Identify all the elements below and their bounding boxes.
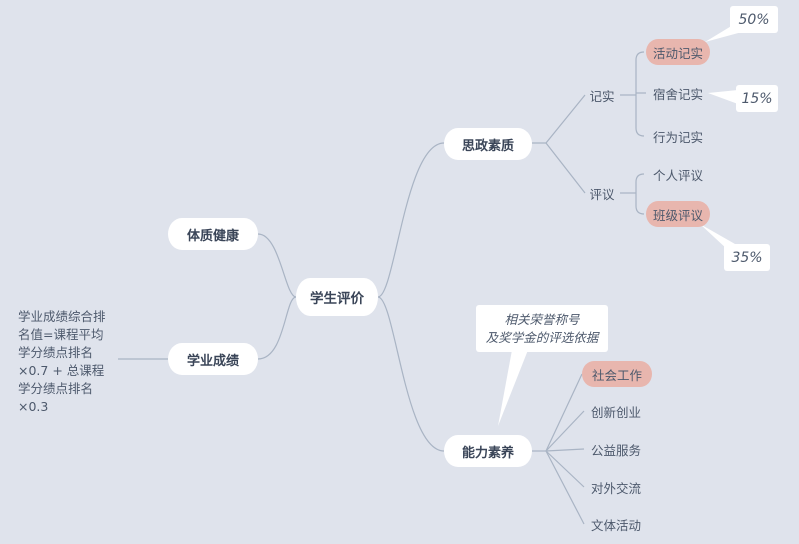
node-public-service[interactable]: 公益服务 bbox=[590, 442, 641, 458]
branch-academic[interactable]: 学业成绩 bbox=[168, 343, 258, 375]
node-dorm-record[interactable]: 宿舍记实 bbox=[652, 86, 703, 102]
weight-dorm: 15% bbox=[736, 85, 778, 112]
node-review[interactable]: 评议 bbox=[589, 186, 615, 202]
node-external-exchange[interactable]: 对外交流 bbox=[590, 480, 641, 496]
branch-health[interactable]: 体质健康 bbox=[168, 218, 258, 250]
ability-note-line1: 相关荣誉称号 bbox=[504, 311, 580, 327]
weight-activity: 50% bbox=[730, 6, 778, 33]
branch-ability[interactable]: 能力素养 bbox=[444, 435, 532, 467]
node-activity-record[interactable]: 活动记实 bbox=[646, 39, 710, 65]
academic-formula-note: 学业成绩综合排名值=课程平均学分绩点排名×0.7 + 总课程学分绩点排名×0.3 bbox=[18, 309, 106, 414]
node-social-work[interactable]: 社会工作 bbox=[582, 361, 652, 387]
node-culture-sports[interactable]: 文体活动 bbox=[590, 517, 641, 533]
branch-ideology[interactable]: 思政素质 bbox=[444, 128, 532, 160]
ability-note-callout: 相关荣誉称号 及奖学金的评选依据 bbox=[476, 305, 608, 352]
node-behavior-record[interactable]: 行为记实 bbox=[652, 129, 703, 145]
weight-class: 35% bbox=[724, 244, 770, 271]
node-record[interactable]: 记实 bbox=[589, 88, 615, 104]
node-personal-review[interactable]: 个人评议 bbox=[652, 167, 703, 183]
root-node[interactable]: 学生评价 bbox=[296, 278, 378, 316]
ability-note-line2: 及奖学金的评选依据 bbox=[485, 329, 599, 345]
node-innovation[interactable]: 创新创业 bbox=[590, 404, 641, 420]
node-class-review[interactable]: 班级评议 bbox=[646, 201, 710, 227]
